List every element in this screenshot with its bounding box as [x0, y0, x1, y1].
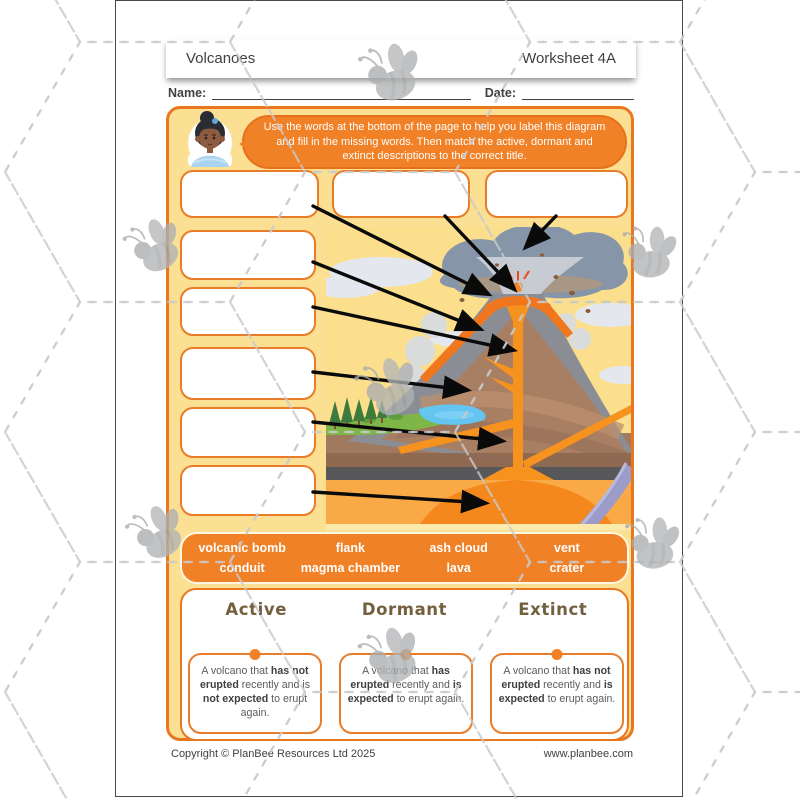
answer-box[interactable] [180, 407, 316, 458]
date-field[interactable] [522, 87, 634, 100]
match-title-active: Active [225, 600, 287, 619]
worksheet-number: Worksheet 4A [522, 50, 616, 67]
website-link[interactable]: www.planbee.com [543, 748, 633, 760]
header-card: Volcanoes Worksheet 4A [166, 39, 636, 78]
name-label: Name: [168, 86, 207, 100]
word-bank-item: magma chamber [300, 561, 401, 575]
word-bank-item: flank [335, 541, 365, 555]
speech-bubble: Use the words at the bottom of the page … [239, 115, 627, 169]
connector-dot [551, 649, 563, 660]
answer-box[interactable] [180, 170, 319, 218]
worksheet-page: Volcanoes Worksheet 4A Name: Date: [115, 0, 683, 797]
answer-box[interactable] [180, 230, 316, 280]
description-text: A volcano that [503, 665, 573, 677]
word-bank-item: crater [549, 561, 585, 575]
name-field[interactable] [212, 87, 471, 100]
page-title: Volcanoes [186, 50, 256, 67]
page-footer: Copyright © PlanBee Resources Ltd 2025 w… [171, 748, 633, 760]
worksheet-panel: Use the words at the bottom of the page … [166, 106, 634, 741]
word-bank: volcanic bomb flank ash cloud vent condu… [180, 532, 629, 584]
word-bank-item: volcanic bomb [198, 541, 286, 555]
instructions-text: Use the words at the bottom of the page … [263, 121, 606, 163]
description-text: A volcano that [362, 665, 432, 677]
volcano-diagram-illustration [326, 227, 631, 530]
bedrock-layer [326, 467, 631, 480]
date-label: Date: [484, 86, 516, 100]
matching-section: Active Dormant Extinct A volcano that ha… [180, 588, 629, 741]
copyright-text: Copyright © PlanBee Resources Ltd 2025 [171, 748, 376, 760]
connector-dot [400, 649, 412, 660]
answer-box[interactable] [332, 170, 470, 218]
description-card[interactable]: A volcano that has erupted recently and … [339, 649, 473, 734]
answer-box[interactable] [180, 465, 316, 516]
match-title-extinct: Extinct [518, 600, 588, 619]
description-card[interactable]: A volcano that has not erupted recently … [188, 649, 322, 734]
connector-dot [249, 649, 261, 660]
description-text: A volcano that [201, 665, 271, 677]
word-bank-item: ash cloud [429, 541, 488, 555]
word-bank-item: lava [446, 561, 471, 575]
answer-box[interactable] [180, 347, 316, 400]
girl-avatar-icon [188, 111, 232, 167]
word-bank-item: conduit [219, 561, 265, 575]
answer-box[interactable] [180, 287, 316, 336]
answer-box[interactable] [485, 170, 628, 218]
word-bank-item: vent [554, 541, 580, 555]
description-card[interactable]: A volcano that has not erupted recently … [490, 649, 624, 734]
match-title-dormant: Dormant [361, 600, 448, 619]
name-date-row: Name: Date: [168, 86, 634, 100]
